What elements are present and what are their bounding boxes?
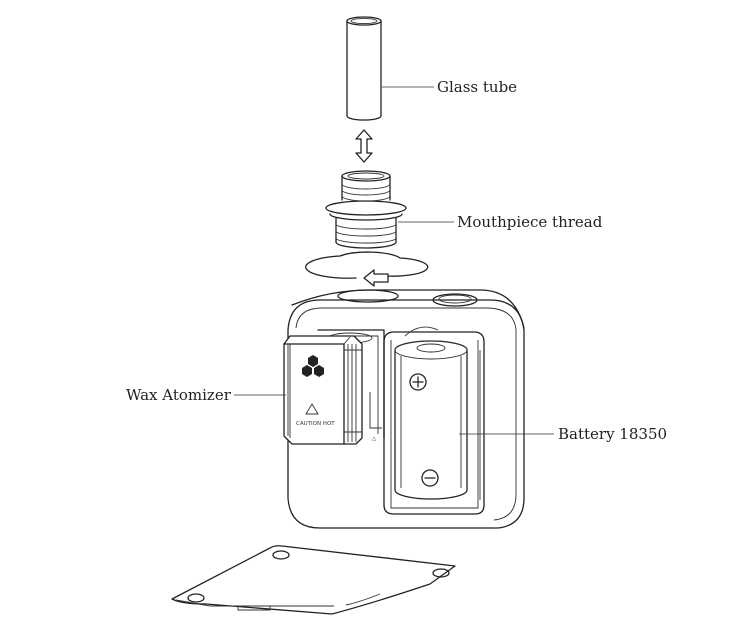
label-glass-tube: Glass tube [437, 78, 518, 96]
battery-18350 [394, 340, 468, 500]
glass-tube [346, 16, 382, 121]
label-battery: Battery 18350 [558, 425, 668, 443]
double-arrow-icon [355, 129, 373, 163]
hot-warning-icon [305, 403, 319, 415]
label-wax-atomizer: Wax Atomizer [126, 386, 231, 404]
label-mouthpiece-thread: Mouthpiece thread [457, 213, 603, 231]
mouthpiece-thread [325, 170, 407, 249]
svg-text:△: △ [372, 436, 377, 442]
caution-hot-text: CAUTION HOT [296, 421, 335, 427]
wax-atomizer: CAUTION HOT [283, 335, 363, 445]
hexagon-logo-icon [302, 355, 324, 377]
rotate-arrow-icon [305, 251, 429, 287]
plus-terminal-icon [409, 373, 427, 391]
bottom-cover [171, 545, 456, 615]
minus-terminal-icon [421, 469, 439, 487]
